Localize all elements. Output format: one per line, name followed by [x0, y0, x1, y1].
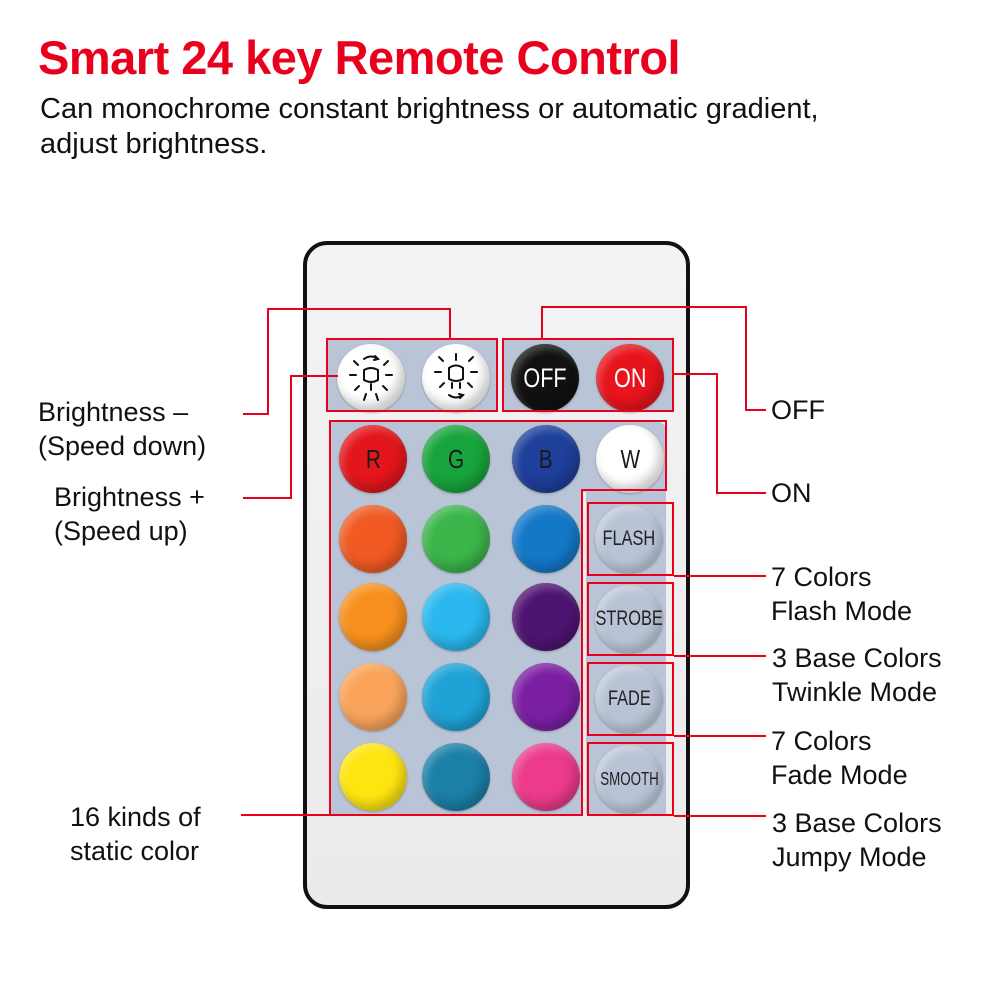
smooth-highlight: [587, 742, 674, 816]
color-key[interactable]: [422, 743, 490, 811]
label-line: (Speed down): [38, 431, 207, 461]
strobe-button-label: STROBE: [595, 607, 663, 630]
flash-mode-label: 7 Colors Flash Mode: [771, 560, 912, 628]
brightness-down-button[interactable]: [337, 344, 405, 412]
label-line: (Speed up): [54, 516, 188, 546]
strobe-highlight: [587, 582, 674, 656]
fade-mode-label: 7 Colors Fade Mode: [771, 724, 908, 792]
color-key-label: R: [365, 443, 381, 474]
jumpy-mode-label: 3 Base Colors Jumpy Mode: [772, 806, 942, 874]
label-line: Jumpy Mode: [772, 842, 927, 872]
brightness-up-label: Brightness + (Speed up): [54, 480, 205, 548]
color-key-b[interactable]: B: [512, 425, 580, 493]
on-label: ON: [771, 478, 812, 508]
color-key[interactable]: [339, 505, 407, 573]
color-key[interactable]: [339, 743, 407, 811]
color-key[interactable]: [422, 583, 490, 651]
brightness-up-icon: [434, 353, 478, 399]
label-line: Brightness +: [54, 482, 205, 512]
label-line: static color: [70, 836, 200, 866]
strobe-button[interactable]: STROBE: [595, 585, 663, 653]
color-key-r[interactable]: R: [339, 425, 407, 493]
brightness-down-label: Brightness – (Speed down): [38, 395, 206, 463]
off-button[interactable]: OFF: [511, 344, 579, 412]
flash-button[interactable]: FLASH: [595, 505, 663, 573]
label-line: 16 kinds of: [70, 802, 201, 832]
flash-highlight: [587, 502, 674, 576]
color-key[interactable]: [339, 583, 407, 651]
color-key[interactable]: [422, 505, 490, 573]
label-line: 3 Base Colors: [772, 643, 942, 673]
smooth-button[interactable]: SMOOTH: [595, 745, 663, 813]
color-key-g[interactable]: G: [422, 425, 490, 493]
fade-button-label: FADE: [607, 687, 651, 710]
color-key[interactable]: [512, 663, 580, 731]
smooth-button-label: SMOOTH: [599, 768, 659, 789]
fade-highlight: [587, 662, 674, 736]
color-key[interactable]: [339, 663, 407, 731]
page-title: Smart 24 key Remote Control: [38, 31, 681, 84]
label-line: 7 Colors: [771, 562, 872, 592]
color-key[interactable]: [512, 583, 580, 651]
static-color-label: 16 kinds of static color: [70, 800, 201, 868]
label-line: Fade Mode: [771, 760, 908, 790]
color-key-label: W: [620, 443, 640, 474]
brightness-down-icon: [349, 355, 393, 401]
color-key[interactable]: [512, 505, 580, 573]
color-key[interactable]: [512, 743, 580, 811]
page-subtitle: Can monochrome constant brightness or au…: [40, 92, 970, 162]
label-line: 7 Colors: [771, 726, 872, 756]
subtitle-line-2: adjust brightness.: [40, 128, 268, 160]
color-key-label: G: [447, 443, 465, 474]
label-line: Flash Mode: [771, 596, 913, 626]
on-button-label: ON: [613, 362, 647, 393]
on-button[interactable]: ON: [596, 344, 664, 412]
flash-button-label: FLASH: [602, 527, 656, 550]
twinkle-mode-label: 3 Base Colors Twinkle Mode: [772, 641, 942, 709]
label-line: 3 Base Colors: [772, 808, 942, 838]
subtitle-line-1: Can monochrome constant brightness or au…: [40, 93, 819, 125]
color-key-label: B: [539, 443, 553, 474]
off-button-label: OFF: [523, 362, 567, 393]
brightness-up-button[interactable]: [422, 344, 490, 412]
color-key-w[interactable]: W: [596, 425, 664, 493]
label-line: Twinkle Mode: [772, 677, 938, 707]
label-line: Brightness –: [38, 397, 189, 427]
color-key[interactable]: [422, 663, 490, 731]
power-keys-highlight: [502, 338, 674, 412]
off-label: OFF: [771, 395, 825, 425]
fade-button[interactable]: FADE: [595, 665, 663, 733]
